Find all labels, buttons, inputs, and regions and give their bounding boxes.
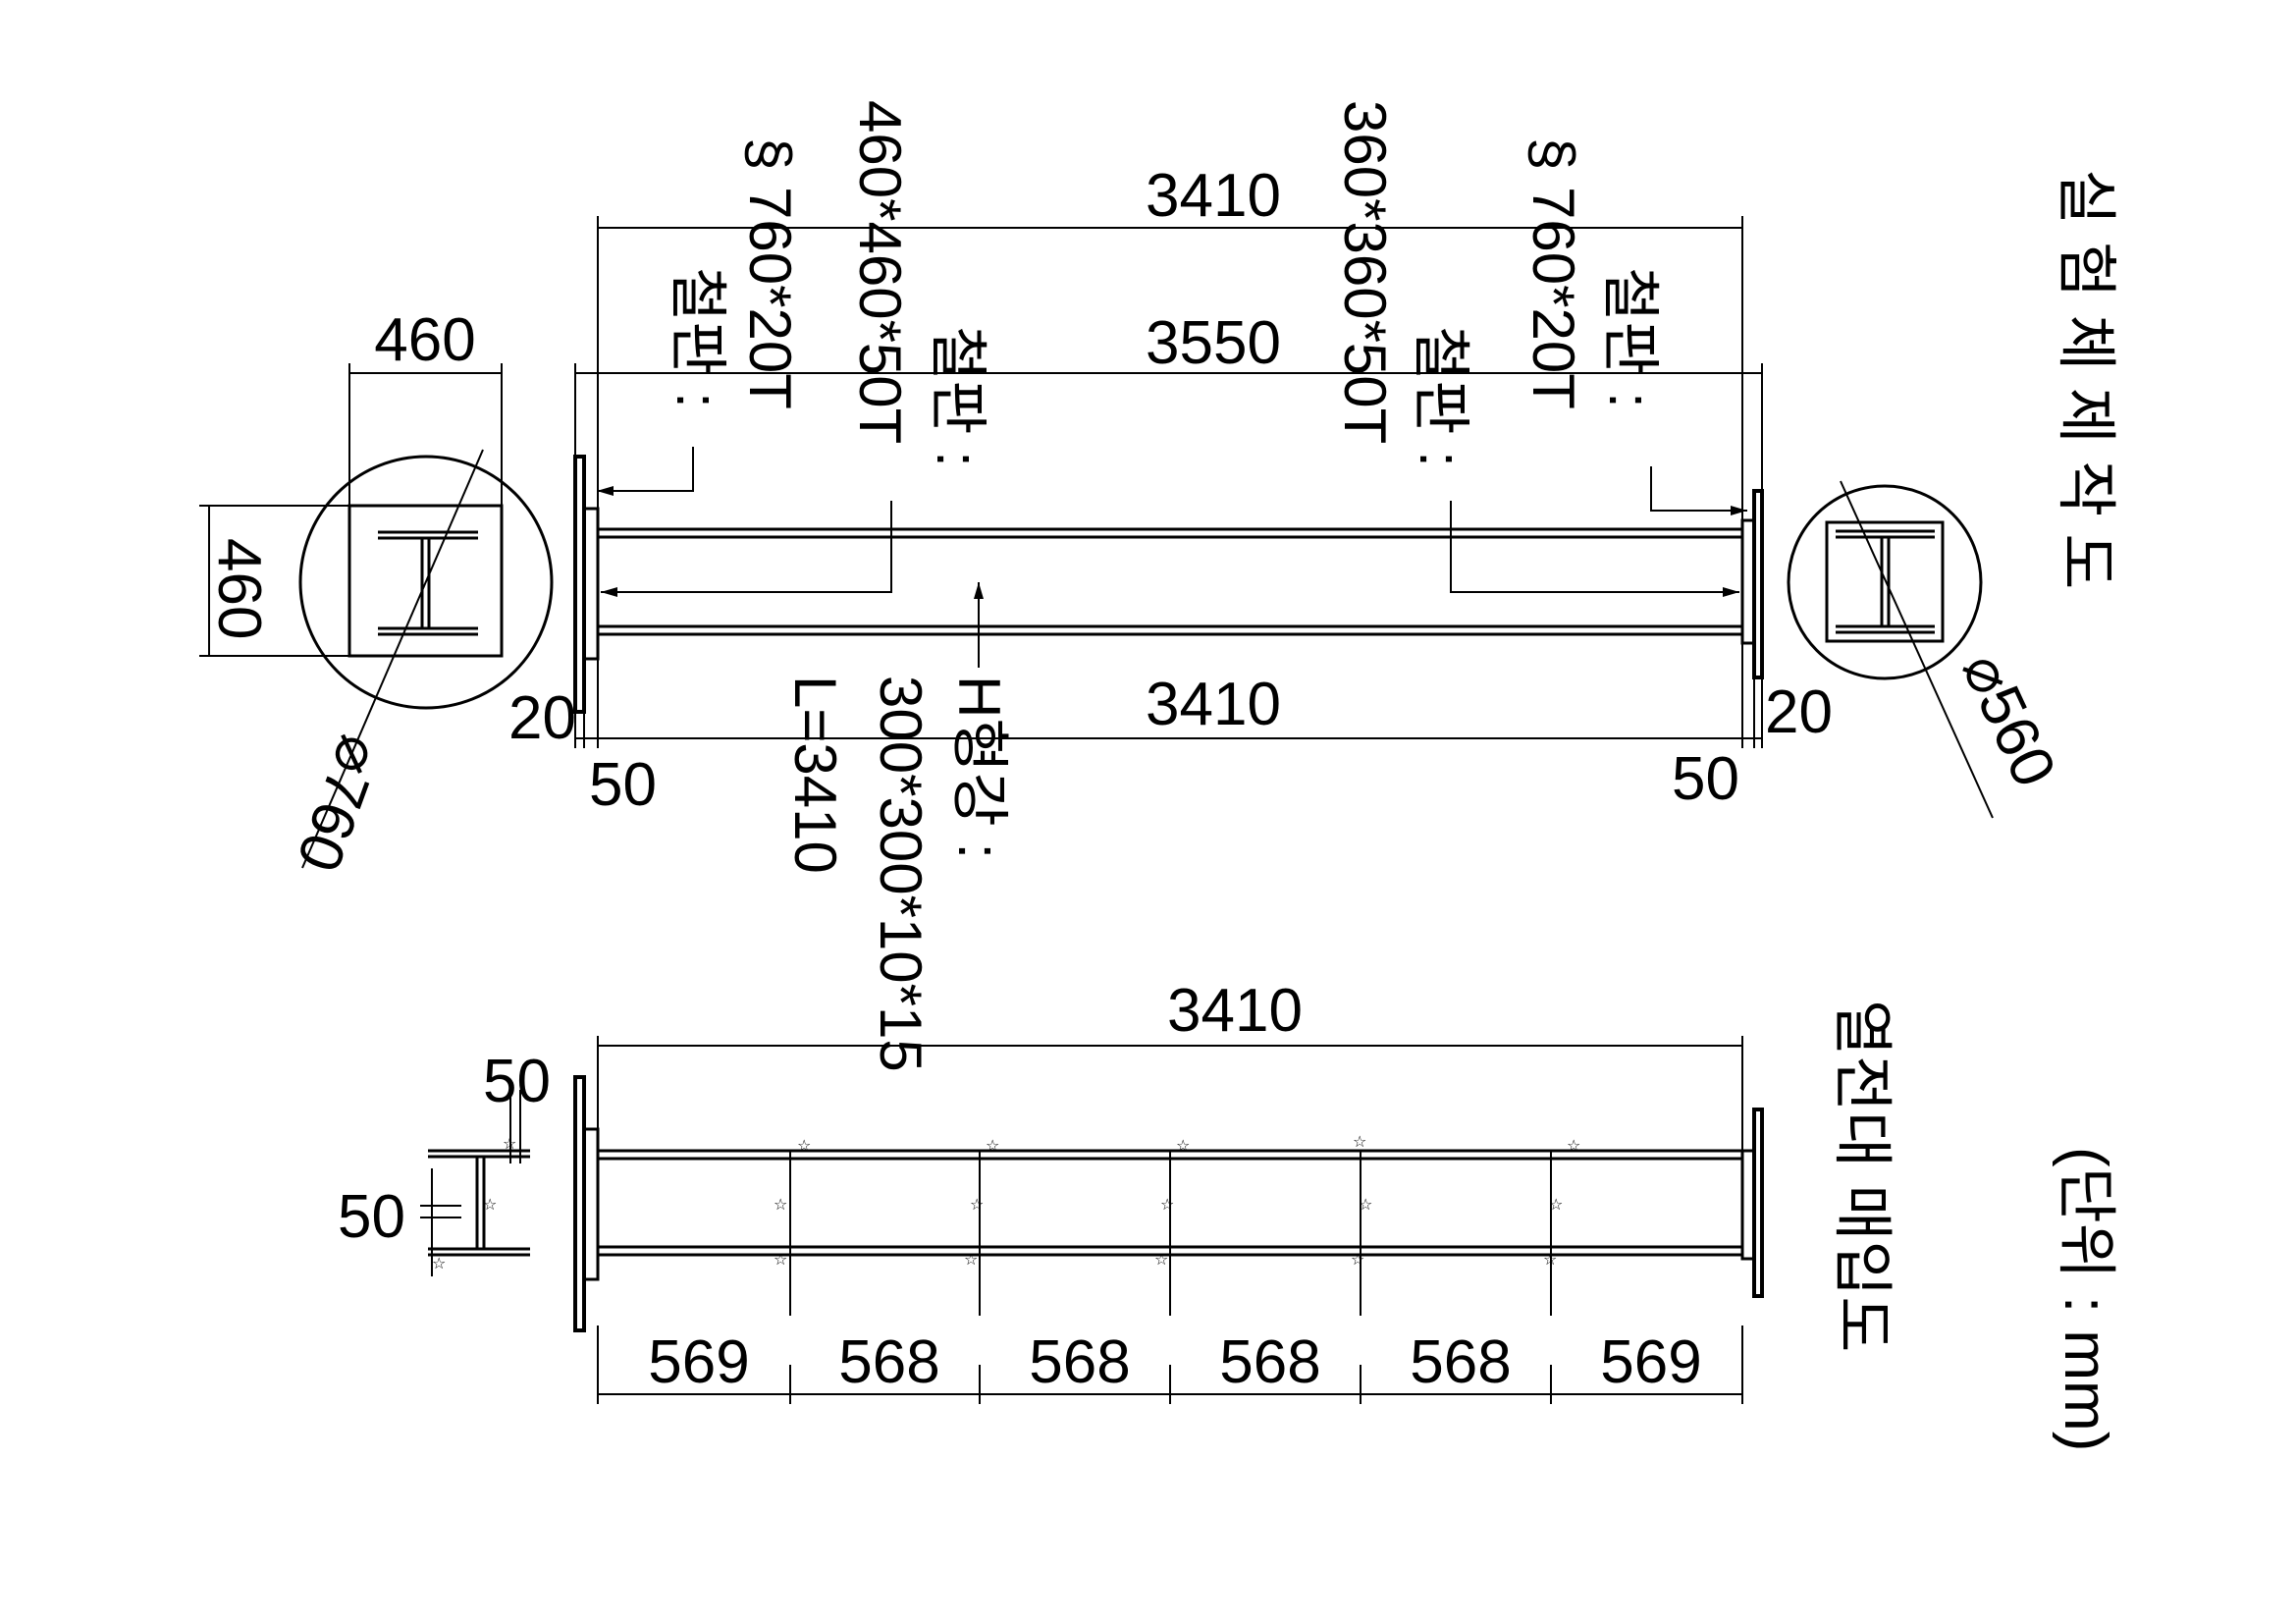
tc-star: ☆	[1160, 1197, 1174, 1214]
segment-4: 568	[1219, 1328, 1320, 1396]
tc-star: ☆	[1549, 1197, 1563, 1214]
plate-right-inner-label: 360*360*50T 철판 :	[1332, 100, 1473, 467]
top-beam-elevation	[573, 455, 1764, 714]
title-unit: (단위 : mm)	[2052, 1147, 2119, 1451]
tc-star: ☆	[797, 1138, 811, 1155]
left-square-plate	[347, 504, 504, 658]
title-fabrication: 실 험 체 제 작 도	[2052, 169, 2119, 589]
sec-h-460: 460	[205, 538, 273, 639]
phi-760: ⌀760	[284, 727, 395, 880]
bottom-beam	[573, 1075, 1764, 1332]
hbeam-name: H형강 :	[946, 676, 1012, 859]
dim-bottom-50-side: 50	[338, 1183, 405, 1251]
dim-mid-3410-label: 3410	[1146, 671, 1281, 738]
tc-star: ☆	[1359, 1197, 1372, 1214]
segment-2: 568	[838, 1328, 939, 1396]
dim-left-20: 20	[508, 684, 576, 752]
title-thermocouple: 열전대 매입도	[1828, 1000, 1896, 1352]
plate-left-inner-name: 철판 :	[925, 326, 990, 467]
dim-bottom-3410: 3410	[597, 977, 1743, 1151]
left-section-view: 460 460 ⌀760	[199, 306, 554, 880]
phi-560: ⌀560	[1949, 643, 2068, 797]
segment-1: 569	[648, 1328, 749, 1396]
plate-left-top-spec: § 760*20T	[737, 137, 803, 409]
left-plate-circle	[298, 455, 554, 710]
bottom-section-view: ☆ ☆ ☆ 50 50	[338, 1048, 551, 1276]
plate-left-inner-label: 460*460*50T 철판 :	[847, 100, 990, 467]
tc-star: ☆	[1351, 1252, 1364, 1269]
left-inner-plate	[582, 507, 600, 661]
segment-3: 568	[1029, 1328, 1130, 1396]
segment-dimensions: 569 568 568 568 568 569	[597, 1325, 1743, 1404]
dim-left-50: 50	[589, 751, 657, 819]
dim-bottom-3410-label: 3410	[1167, 977, 1303, 1045]
tc-star: ☆	[1353, 1134, 1366, 1151]
segment-5: 568	[1410, 1328, 1511, 1396]
right-square-plate	[1825, 520, 1945, 643]
plate-left-top-label: 철판 : § 760*20T	[665, 137, 803, 409]
tc-star: ☆	[774, 1197, 787, 1214]
plate-right-inner-name: 철판 :	[1408, 326, 1473, 467]
plate-left-inner-spec: 460*460*50T	[847, 100, 913, 444]
dim-top-3410: 3410	[597, 162, 1743, 520]
sec-w-460: 460	[374, 306, 475, 374]
plate-left-top-name: 철판 :	[665, 267, 730, 408]
hbeam-label: H형강 : 300*300*10*15 L=3410	[782, 676, 1012, 1072]
segment-6: 569	[1600, 1328, 1701, 1396]
tc-star: ☆	[483, 1197, 497, 1214]
tc-star: ☆	[774, 1252, 787, 1269]
tc-star: ☆	[432, 1256, 446, 1272]
plate-right-top-spec: § 760*20T	[1521, 137, 1586, 409]
dim-bottom-50-top: 50	[483, 1048, 551, 1115]
right-inner-plate	[1740, 518, 1756, 645]
tc-star: ☆	[1543, 1252, 1557, 1269]
plate-right-top-label: § 760*20T 철판 :	[1521, 137, 1663, 409]
plate-right-inner-spec: 360*360*50T	[1332, 100, 1398, 444]
right-section-view: ⌀560	[1787, 480, 2068, 819]
dim-right-50: 50	[1672, 745, 1739, 813]
tc-star: ☆	[1154, 1252, 1168, 1269]
dim-3550-label: 3550	[1146, 309, 1281, 377]
dim-right-20: 20	[1765, 678, 1833, 746]
dim-top-3410-label: 3410	[1146, 162, 1281, 230]
plate-right-top-name: 철판 :	[1597, 267, 1663, 408]
tc-star: ☆	[1567, 1138, 1580, 1155]
thermocouple-marks: ☆ ☆ ☆ ☆ ☆ ☆ ☆ ☆ ☆ ☆ ☆ ☆ ☆ ☆ ☆	[774, 1134, 1580, 1269]
dim-3550: 3550	[574, 309, 1763, 491]
tc-star: ☆	[970, 1197, 984, 1214]
dim-mid-3410: 3410 20 20 50 50	[508, 643, 1833, 819]
hbeam-spec: 300*300*10*15	[868, 676, 934, 1072]
tc-star: ☆	[986, 1138, 999, 1155]
right-plate-circle	[1787, 484, 1983, 680]
hbeam-length: L=3410	[782, 676, 848, 874]
tc-star: ☆	[1176, 1138, 1190, 1155]
tc-star: ☆	[964, 1252, 978, 1269]
